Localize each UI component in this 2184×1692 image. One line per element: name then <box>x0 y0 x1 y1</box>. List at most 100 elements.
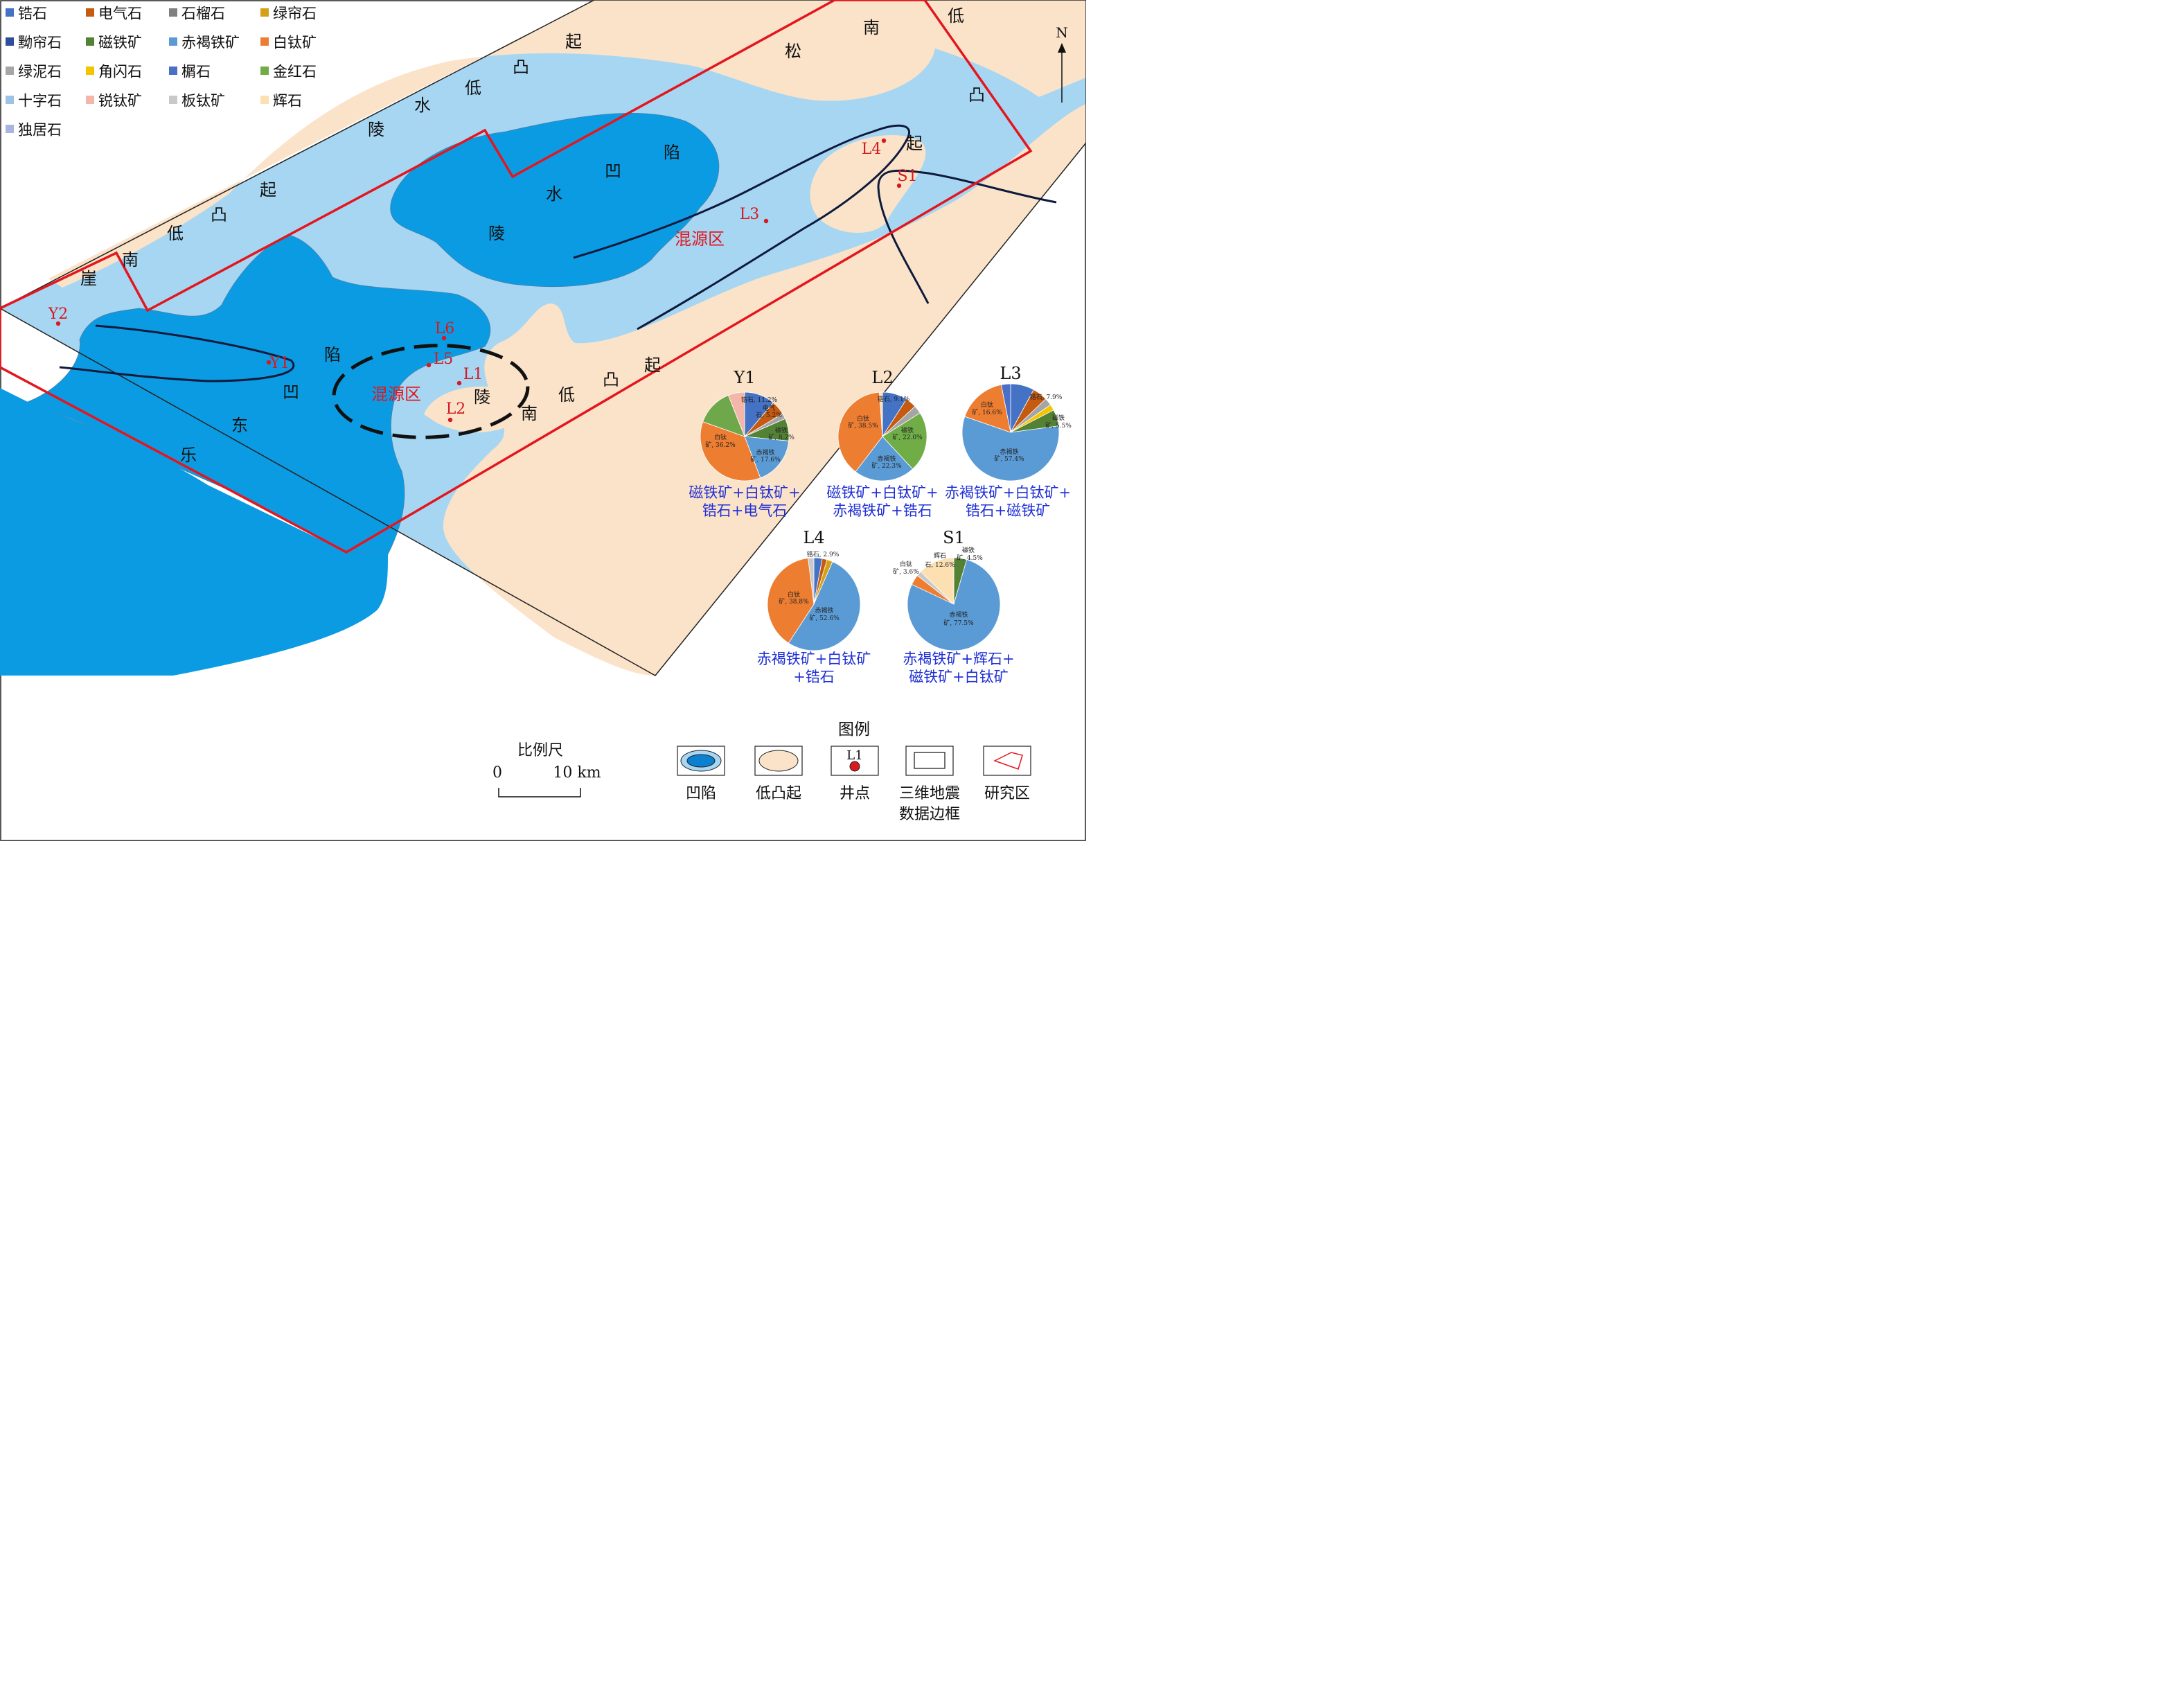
pie-title: L4 <box>803 528 824 547</box>
region-label-north-uplift: 南 <box>863 18 880 37</box>
mineral-label: 石榴石 <box>181 5 225 22</box>
pie-title: Y1 <box>733 368 755 387</box>
region-label-north-uplift: 低 <box>948 6 964 26</box>
well-dot-l1 <box>456 380 462 386</box>
region-label-lingnan-uplift: 陵 <box>474 387 490 407</box>
mineral-label: 十字石 <box>18 92 62 109</box>
scale-bar-end: 10 km <box>553 764 601 782</box>
legend-label-study: 研究区 <box>984 785 1030 802</box>
pie-slice-label: 石, 5.2% <box>756 412 782 419</box>
pie-slice-label: 辉石 <box>934 552 946 560</box>
pie-slice <box>767 558 815 644</box>
pie-caption-line: 磁铁矿+白钛矿+ <box>826 484 938 501</box>
pie-slice-label: 矿, 3.6% <box>893 567 919 576</box>
pie-title: L2 <box>871 368 893 387</box>
mineral-swatch <box>6 95 14 104</box>
region-label-lingshui-sag: 水 <box>546 184 562 204</box>
region-label-lingnan-uplift: 南 <box>521 404 538 423</box>
well-label-l5: L5 <box>434 351 454 368</box>
region-label-yanan-uplift: 低 <box>167 224 184 243</box>
pie-title: S1 <box>943 528 965 547</box>
legend-box-study <box>983 746 1031 776</box>
mineral-legend-item: 石榴石 <box>169 3 225 22</box>
mineral-legend-item: 黝帘石 <box>6 32 62 51</box>
legend-sag-inner <box>686 754 716 768</box>
well-dot-l4 <box>881 138 887 143</box>
well-label-l6: L6 <box>435 320 455 337</box>
pie-slice-label: 赤褐铁 <box>877 455 896 463</box>
north-arrow: N <box>1056 24 1068 103</box>
well-dot-y1 <box>266 360 272 365</box>
pie-slice-label: 矿, 77.5% <box>943 619 974 627</box>
pie-caption-line: 锆石+电气石 <box>702 502 788 519</box>
region-label-ledong-sag: 陷 <box>324 345 341 364</box>
sag-lingshui <box>390 112 720 288</box>
fault-3 <box>877 169 1057 304</box>
north-label: N <box>1056 24 1068 41</box>
pie-slice <box>961 416 1060 482</box>
well-label-l4: L4 <box>862 141 882 158</box>
pie-slice-label: 白钛 <box>714 433 727 441</box>
mineral-swatch <box>169 66 177 75</box>
mineral-swatch <box>86 66 94 75</box>
well-dot-s1 <box>896 183 902 188</box>
well-label-l1: L1 <box>463 366 483 383</box>
pie-slice <box>964 384 1011 433</box>
region-label-yanan-uplift: 凸 <box>211 205 227 224</box>
pie-slice-label: 磁铁 <box>901 426 914 434</box>
mineral-label: 白钛矿 <box>273 34 317 51</box>
pie-slice-label: 矿, 16.6% <box>972 408 1002 416</box>
sag-ledong-south <box>0 388 655 676</box>
mineral-label: 磁铁矿 <box>98 34 142 51</box>
scale-bar-line <box>498 788 581 797</box>
pie-slice-label: 矿, 36.2% <box>705 441 736 449</box>
mineral-swatch <box>169 95 177 104</box>
region-label-lingshui-uplift: 低 <box>465 78 481 98</box>
pie-slice-label: 赤褐铁 <box>949 610 968 619</box>
pie-caption-line: 磁铁矿+白钛矿+ <box>689 484 800 501</box>
region-label-ledong-sag: 东 <box>231 416 248 435</box>
pie-slice-label: 赤褐铁 <box>1000 448 1018 456</box>
scale-bar: 比例尺 0 10 km <box>492 742 601 797</box>
mineral-legend-item: 板钛矿 <box>169 90 225 109</box>
pie-slice <box>702 394 745 437</box>
mixed-zone-label-1: 混源区 <box>675 229 725 249</box>
well-label-y2: Y2 <box>48 306 69 323</box>
legend-label-sag: 凹陷 <box>686 785 716 802</box>
pie-title: L3 <box>1000 364 1021 383</box>
pie-slice <box>920 557 955 605</box>
pie-slice-label: 矿, 22.0% <box>892 433 923 441</box>
pie-caption-line: 锆石+磁铁矿 <box>966 502 1051 519</box>
pie-caption-line: 赤褐铁矿+锆石 <box>833 502 932 519</box>
legend-label-uplift: 低凸起 <box>756 785 801 802</box>
region-label-north-uplift: 起 <box>906 134 923 153</box>
pie-slice <box>879 391 883 437</box>
mineral-legend-item: 十字石 <box>6 90 62 109</box>
pie-caption-line: 磁铁矿+白钛矿 <box>909 669 1009 685</box>
mineral-swatch <box>260 37 269 46</box>
mineral-swatch <box>6 37 14 46</box>
pie-slice <box>882 412 927 470</box>
pie-slice-label: 锆石, 11.2% <box>741 396 778 404</box>
map-legend-title: 图例 <box>838 721 870 739</box>
pie-slice-label: 矿, 52.6% <box>809 614 840 622</box>
well-dot-l5 <box>426 362 432 368</box>
region-label-lingshui-uplift: 起 <box>565 32 582 51</box>
study-area-outline <box>0 0 1033 554</box>
pie-caption-line: 赤褐铁矿+辉石+ <box>903 651 1014 667</box>
region-label-lingnan-uplift: 低 <box>558 385 575 405</box>
pie-slice-label: 锆石, 2.9% <box>807 550 840 558</box>
mineral-legend-item: 磁铁矿 <box>86 32 142 51</box>
well-label-y1: Y1 <box>269 355 290 372</box>
mineral-label: 榍石 <box>181 63 211 80</box>
pie-slice <box>907 559 1001 651</box>
mineral-legend-item: 金红石 <box>260 61 317 80</box>
legend-well-sample-label: L1 <box>846 748 862 763</box>
well-dot-l6 <box>441 335 447 341</box>
pie-caption-line: 赤褐铁矿+白钛矿 <box>757 651 871 667</box>
